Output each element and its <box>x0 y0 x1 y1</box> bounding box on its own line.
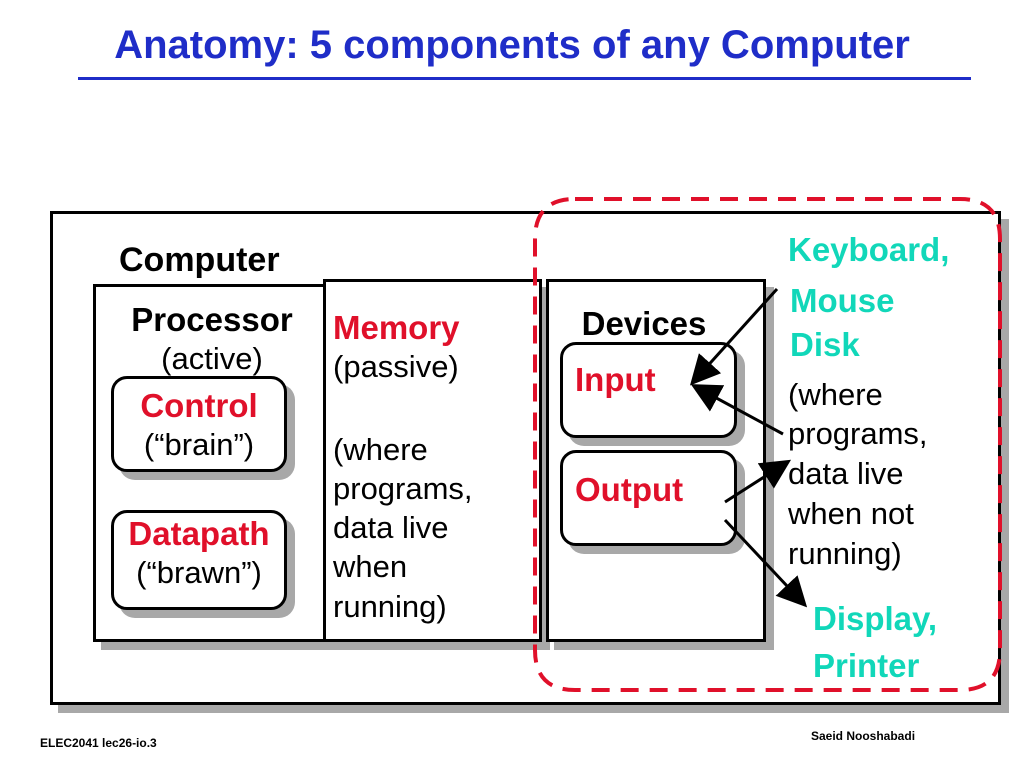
output-label: Output <box>575 471 684 508</box>
memory-sub: (passive) <box>333 349 459 384</box>
memory-box <box>323 279 542 642</box>
title-underline <box>78 77 971 80</box>
disk-desc-line: programs, <box>788 416 928 451</box>
devices-label: Devices <box>581 305 707 342</box>
memory-desc-line: (where <box>333 432 428 467</box>
output-device-line: Printer <box>813 647 920 684</box>
memory-desc-line: when <box>333 549 408 584</box>
input-device-line: Mouse <box>790 282 895 319</box>
disk-desc-line: data live <box>788 456 904 491</box>
input-label: Input <box>575 361 656 398</box>
processor-label: Processor <box>131 301 293 338</box>
disk-label: Disk <box>790 326 860 363</box>
output-device-line: Display, <box>813 600 938 637</box>
control-box <box>111 376 287 472</box>
memory-label: Memory <box>333 309 460 346</box>
control-sub: (“brain”) <box>143 427 255 462</box>
computer-label: Computer <box>119 241 280 279</box>
memory-desc-line: data live <box>333 510 449 545</box>
datapath-box <box>111 510 287 610</box>
disk-desc-line: running) <box>788 536 902 571</box>
disk-desc-line: (where <box>788 377 883 412</box>
footer-left: ELEC2041 lec26-io.3 <box>40 736 157 750</box>
datapath-label: Datapath <box>128 515 270 552</box>
processor-sub: (active) <box>161 341 263 376</box>
footer-right: Saeid Nooshabadi <box>811 729 916 743</box>
datapath-sub: (“brawn”) <box>136 555 262 590</box>
control-label: Control <box>140 387 258 424</box>
memory-desc-line: running) <box>333 589 447 624</box>
input-device-line: Keyboard, <box>788 231 950 268</box>
disk-desc-line: when not <box>788 496 914 531</box>
slide-title: Anatomy: 5 components of any Computer <box>114 23 910 67</box>
memory-desc-line: programs, <box>333 471 473 506</box>
